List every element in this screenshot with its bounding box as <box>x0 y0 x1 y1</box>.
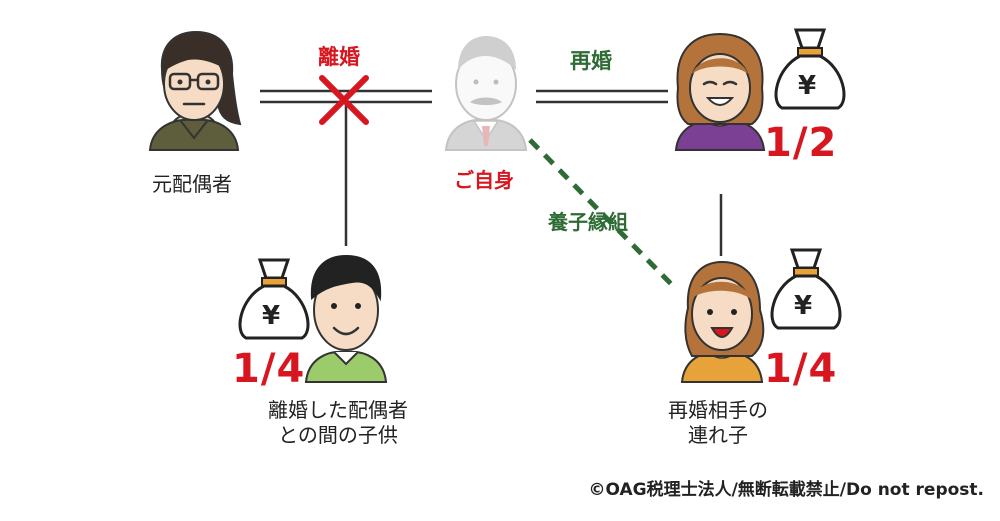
money-bag-yen-child-ex: ¥ <box>262 301 281 331</box>
stepchild-caption-line2: 連れ子 <box>688 423 748 447</box>
spouse-person-icon <box>674 32 766 151</box>
child-ex-caption-line1: 離婚した配偶者 <box>268 398 408 422</box>
child-ex-caption: 離婚した配偶者 との間の子供 <box>268 398 408 448</box>
remarriage-label: 再婚 <box>570 49 612 73</box>
ex-spouse-caption: 元配偶者 <box>152 172 232 196</box>
stepchild-caption-line1: 再婚相手の <box>668 398 768 422</box>
money-bag-yen-spouse: ¥ <box>798 71 817 101</box>
child-ex-caption-line2: との間の子供 <box>278 423 398 447</box>
spouse-share: 1/2 <box>764 120 838 166</box>
child-person-icon <box>304 254 388 383</box>
child-ex-share: 1/4 <box>232 346 306 392</box>
self-caption: ご自身 <box>454 168 514 192</box>
money-bag-icon <box>770 248 842 330</box>
ex-spouse-person-icon <box>148 30 242 151</box>
copyright-notice: ©OAG税理士法人/無断転載禁止/Do not repost. <box>588 480 984 500</box>
money-bag-yen-stepchild: ¥ <box>794 291 813 321</box>
adoption-label: 養子縁組 <box>548 210 628 234</box>
divorce-label: 離婚 <box>318 45 360 69</box>
stepchild-share: 1/4 <box>764 346 838 392</box>
remarriage-double-line <box>536 89 668 104</box>
money-bag-icon <box>774 28 846 110</box>
money-bag-icon <box>238 258 310 340</box>
self-person-icon <box>444 36 528 151</box>
cross-mark-icon <box>319 75 369 125</box>
stepchild-caption: 再婚相手の 連れ子 <box>668 398 768 448</box>
stepchild-person-icon <box>680 260 765 383</box>
adoption-dashed-line <box>528 138 679 292</box>
